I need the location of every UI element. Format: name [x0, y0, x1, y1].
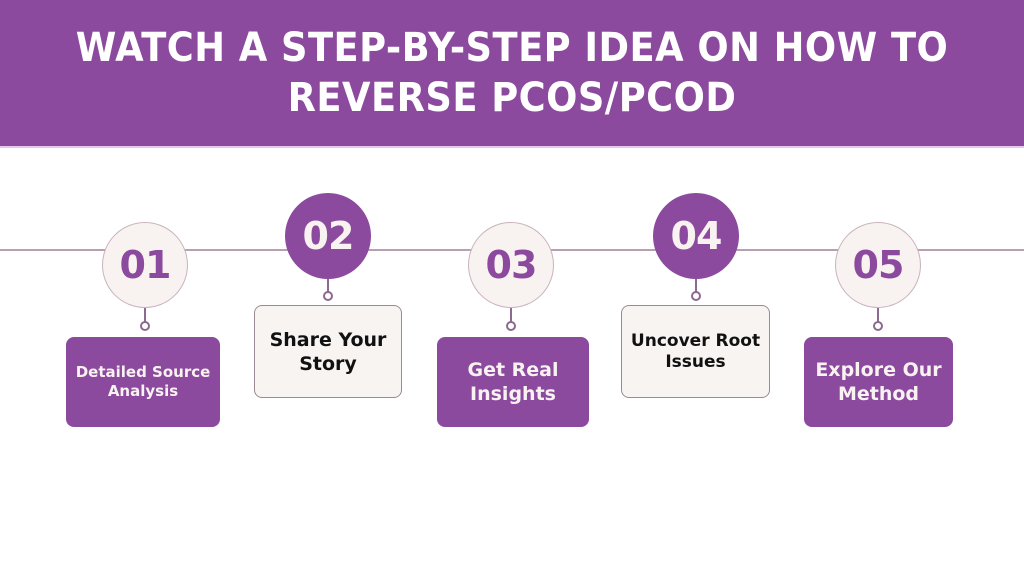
step-number-circle-4: 04 — [653, 193, 739, 279]
step-card-2: Share Your Story — [254, 305, 402, 398]
step-number: 04 — [670, 214, 723, 258]
header-banner: Watch a Step-by-Step Idea on How to Reve… — [0, 0, 1024, 148]
connector-ring-icon — [873, 321, 883, 331]
step-number: 03 — [485, 243, 538, 287]
step-number: 02 — [302, 214, 355, 258]
connector-ring-icon — [323, 291, 333, 301]
page-title: Watch a Step-by-Step Idea on How to Reve… — [75, 25, 949, 121]
connector-ring-icon — [691, 291, 701, 301]
step-number-circle-2: 02 — [285, 193, 371, 279]
step-number: 05 — [852, 243, 905, 287]
step-label: Detailed Source Analysis — [75, 363, 211, 400]
step-number: 01 — [119, 243, 172, 287]
step-number-circle-5: 05 — [835, 222, 921, 308]
step-card-3: Get Real Insights — [437, 337, 589, 427]
step-label: Explore Our Method — [815, 359, 942, 405]
connector-stem — [327, 279, 329, 292]
step-label: Uncover Root Issues — [630, 330, 761, 372]
connector-ring-icon — [140, 321, 150, 331]
step-card-4: Uncover Root Issues — [621, 305, 770, 398]
connector-stem — [695, 279, 697, 292]
connector-stem — [877, 308, 879, 322]
step-label: Get Real Insights — [467, 359, 559, 405]
step-card-1: Detailed Source Analysis — [66, 337, 220, 427]
connector-ring-icon — [506, 321, 516, 331]
step-card-5: Explore Our Method — [804, 337, 953, 427]
step-label: Share Your Story — [269, 328, 387, 375]
step-number-circle-3: 03 — [468, 222, 554, 308]
step-number-circle-1: 01 — [102, 222, 188, 308]
connector-stem — [144, 308, 146, 322]
connector-stem — [510, 308, 512, 322]
